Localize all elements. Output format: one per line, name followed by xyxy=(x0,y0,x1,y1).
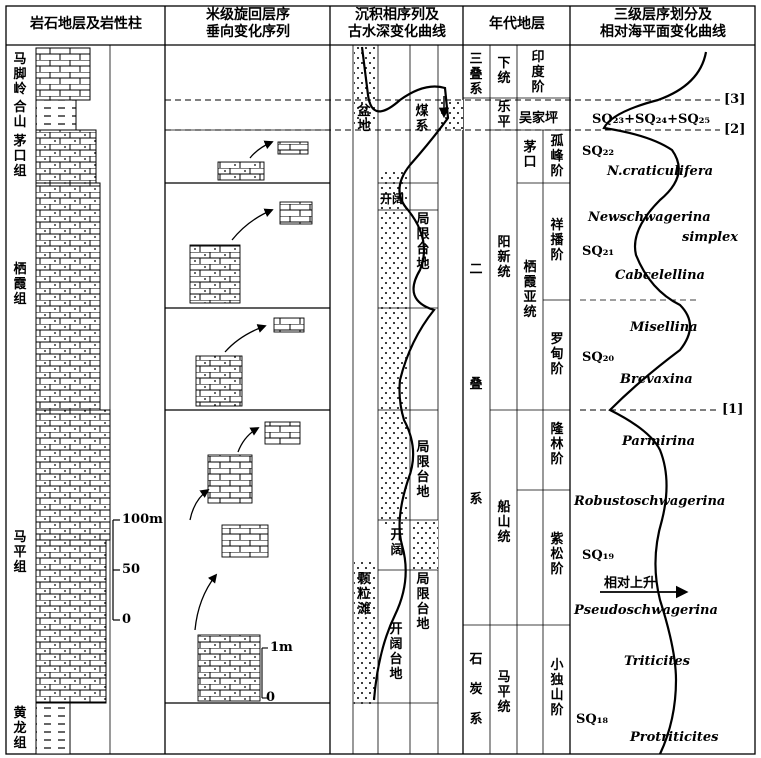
sequence-sq18: SQ₁₈ xyxy=(576,712,609,727)
stage-longlin: 隆林阶 xyxy=(550,422,564,467)
sequence-sq22: SQ₂₂ xyxy=(582,144,615,159)
water-depth-curve xyxy=(360,46,450,701)
cycle-block-6 xyxy=(197,634,261,702)
stage-zisong: 紫松阶 xyxy=(550,532,564,577)
series-maping: 马平统 xyxy=(497,670,511,715)
cycle-arrows xyxy=(189,140,274,631)
cycle-block-3 xyxy=(195,355,243,407)
facies-restricted-1: 局限台地 xyxy=(416,212,430,272)
thickness-bottom: 0 xyxy=(122,612,132,627)
cycle-cap-4 xyxy=(264,421,301,445)
fossil-misellina: Misellina xyxy=(630,320,698,335)
lith-maokou xyxy=(35,129,97,184)
facies-restricted-3: 局限台地 xyxy=(416,572,430,632)
formation-maping: 马平组 xyxy=(13,530,27,575)
boundary-1-label: [1] xyxy=(722,402,744,417)
header-chronostrat: 年代地层 xyxy=(489,16,545,32)
header-cycles-1: 米级旋回层序 xyxy=(206,7,290,23)
substage-qixia: 栖霞亚统 xyxy=(523,260,537,320)
formation-qixia: 栖霞组 xyxy=(13,262,27,307)
system-carboniferous: 石炭系 xyxy=(469,652,483,727)
lith-maping-lower xyxy=(35,539,107,704)
formation-huanglong: 黄龙组 xyxy=(13,706,27,751)
fossil-protriticites: Protriticites xyxy=(630,730,719,745)
thickness-mid: 50 xyxy=(122,562,141,577)
series-lower: 下统 xyxy=(497,56,511,86)
series-chuanshan: 船山统 xyxy=(497,500,511,545)
formation-heshan: 合山 xyxy=(13,100,27,130)
stage-luodian: 罗甸阶 xyxy=(550,332,564,377)
sequence-sq19: SQ₁₉ xyxy=(582,548,615,563)
lith-maping-upper xyxy=(35,409,111,541)
cycle-scale xyxy=(261,647,268,699)
formation-maokou: 茅口组 xyxy=(13,134,27,179)
formation-majiaoling: 马脚岭 xyxy=(13,52,27,97)
boundary-2-label: [2] xyxy=(724,122,746,137)
header-sequence-2: 相对海平面变化曲线 xyxy=(600,24,726,40)
sequence-sq21: SQ₂₁ xyxy=(582,244,615,259)
sequence-sq23-25: SQ₂₃+SQ₂₄+SQ₂₅ xyxy=(592,112,711,127)
fossil-newschwagerina: Newschwagerina xyxy=(588,210,711,225)
rise-label: 相对上升 xyxy=(604,576,657,591)
system-permian: 二叠系 xyxy=(469,262,483,507)
sea-level-curve xyxy=(602,51,708,755)
facies-coal: 煤系 xyxy=(415,104,429,134)
facies-grain-shoal: 颗粒滩 xyxy=(357,572,371,617)
cycle-cap-3 xyxy=(273,317,305,333)
facies-open-1: 开阔 xyxy=(380,192,405,206)
cycle-block-2 xyxy=(189,244,241,304)
sequence-sq20: SQ₂₀ xyxy=(582,350,615,365)
header-facies-1: 沉积相序列及 xyxy=(355,7,439,23)
fossil-triticites: Triticites xyxy=(624,654,690,669)
fossil-robustoschwagerina: Robustoschwagerina xyxy=(574,494,726,509)
system-triassic: 三叠系 xyxy=(469,52,483,97)
fossil-n-craticulifera: N.craticulifera xyxy=(607,164,714,179)
header-lithology: 岩石地层及岩性柱 xyxy=(30,16,142,32)
lith-qixia xyxy=(35,182,101,411)
facies-restricted-2: 局限台地 xyxy=(416,440,430,500)
lithology-column xyxy=(35,47,111,755)
cycle-cap-1 xyxy=(277,141,309,155)
cycle-scale-top: 1m xyxy=(270,640,293,655)
lith-heshan xyxy=(35,99,77,131)
fossil-pseudoschwagerina: Pseudoschwagerina xyxy=(574,603,718,618)
fossil-parmirina: Parmirina xyxy=(622,434,696,449)
stage-xiangbo: 祥播阶 xyxy=(550,218,564,263)
header-sequence-1: 三级层序划分及 xyxy=(614,7,712,23)
lith-majiaoling xyxy=(35,47,91,101)
facies-open-2: 开阔 xyxy=(390,528,404,558)
lith-huanglong xyxy=(35,702,71,755)
facies-fills xyxy=(354,47,463,705)
facies-open-platform: 开阔台地 xyxy=(389,622,403,682)
series-yangxin: 阳新统 xyxy=(497,235,511,280)
cycle-cap-2 xyxy=(279,201,313,225)
cycle-schematics xyxy=(189,141,313,702)
header-facies-2: 古水深变化曲线 xyxy=(348,24,446,40)
stage-induan: 印度阶 xyxy=(531,50,545,95)
stage-wuchiaping: 吴家坪 xyxy=(519,111,559,126)
cycle-block-5 xyxy=(221,524,269,558)
stage-gufeng: 孤峰阶 xyxy=(550,134,564,179)
series-lopingian: 乐平 xyxy=(497,100,511,130)
cycle-block-4 xyxy=(207,454,253,504)
fossil-brevaxina: Brevaxina xyxy=(620,372,693,387)
cycle-block-1 xyxy=(217,161,265,181)
fossil-simplex: simplex xyxy=(682,230,739,245)
cycle-scale-bottom: 0 xyxy=(266,690,276,705)
facies-basin: 盆地 xyxy=(357,104,371,134)
header-cycles-2: 垂向变化序列 xyxy=(206,24,290,40)
sequence-boundaries xyxy=(165,99,720,411)
fossil-cabcelellina: Cabcelellina xyxy=(615,268,705,283)
boundary-3-label: [3] xyxy=(724,92,746,107)
thickness-scale xyxy=(112,519,120,621)
stage-xiaodushan: 小独山阶 xyxy=(550,658,564,718)
thickness-top: 100m xyxy=(122,512,163,527)
substage-maokou: 茅口 xyxy=(523,140,537,170)
